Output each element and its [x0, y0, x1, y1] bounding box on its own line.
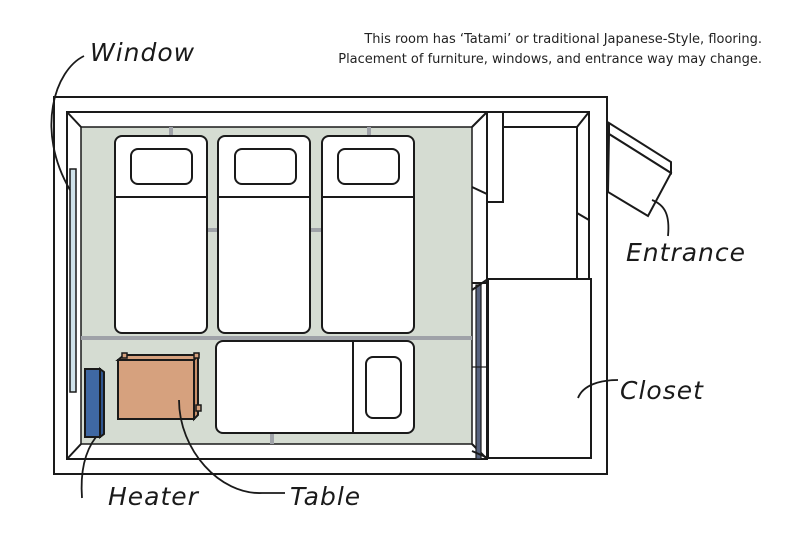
heater — [84, 367, 105, 439]
futon-1 — [114, 135, 208, 334]
note-line-1: This room has ‘Tatami’ or traditional Ja… — [364, 32, 762, 47]
tatami-seams — [81, 127, 472, 444]
table — [115, 352, 202, 422]
label-table: Table — [290, 482, 362, 511]
room-note: This room has ‘Tatami’ or traditional Ja… — [338, 30, 762, 70]
window — [69, 168, 77, 393]
leader-lines — [50, 55, 670, 499]
note-line-2: Placement of furniture, windows, and ent… — [338, 52, 762, 67]
frame-corner — [471, 111, 488, 128]
futon-3 — [321, 135, 415, 334]
frame-corner — [66, 111, 82, 128]
label-entrance: Entrance — [626, 238, 747, 267]
closet — [487, 278, 592, 459]
label-heater: Heater — [108, 482, 199, 511]
futon-4 — [215, 340, 415, 434]
entrance-area — [471, 111, 590, 284]
futon-2 — [217, 135, 311, 334]
label-closet: Closet — [620, 376, 704, 405]
entrance-door — [606, 121, 673, 218]
label-window: Window — [90, 38, 196, 67]
sliding-door — [475, 284, 482, 460]
frame-corner — [66, 443, 82, 460]
